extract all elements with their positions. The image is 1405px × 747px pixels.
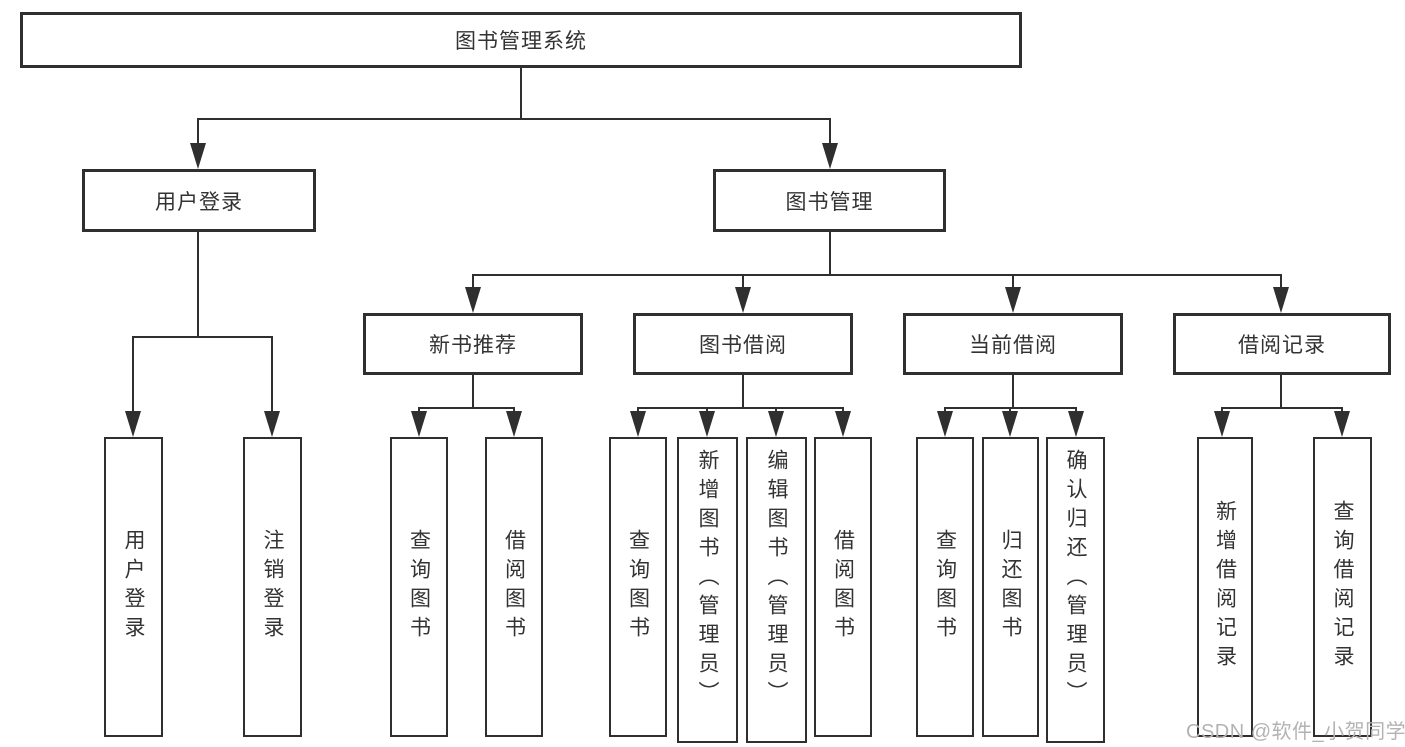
- arrowhead-icon: [125, 411, 141, 437]
- leaf-user-login: 用户登录: [104, 437, 163, 737]
- edge-line: [271, 336, 273, 417]
- arrowhead-icon: [822, 143, 838, 169]
- leaf-recommend-borrow-books: 借阅图书: [485, 437, 543, 737]
- edge-line: [520, 68, 522, 120]
- node-label: 新书推荐: [429, 334, 517, 357]
- leaf-current-confirm-return-admin: 确认归还（管理员）: [1046, 437, 1105, 743]
- node-label: 图书借阅: [699, 334, 787, 357]
- leaf-label: 查询借阅记录: [1331, 500, 1354, 674]
- arrowhead-icon: [1002, 411, 1018, 437]
- edge-line: [132, 336, 134, 417]
- arrowhead-icon: [1214, 411, 1230, 437]
- edge-line: [829, 232, 831, 275]
- node-book-management: 图书管理: [713, 169, 946, 232]
- node-library-system: 图书管理系统: [20, 12, 1022, 68]
- arrowhead-icon: [835, 411, 851, 437]
- edge-line: [197, 118, 831, 120]
- leaf-label: 新增图书（管理员）: [696, 449, 719, 710]
- leaf-logout: 注销登录: [243, 437, 302, 737]
- edge-line: [472, 274, 474, 293]
- edge-line: [1221, 407, 1343, 409]
- arrowhead-icon: [264, 411, 280, 437]
- leaf-label: 归还图书: [999, 529, 1022, 645]
- edge-line: [637, 407, 844, 409]
- edge-line: [197, 118, 199, 149]
- leaf-label: 借阅图书: [502, 529, 526, 645]
- edge-line: [197, 232, 199, 337]
- arrowhead-icon: [937, 411, 953, 437]
- edge-line: [418, 407, 515, 409]
- edge-line: [472, 274, 1282, 276]
- leaf-label: 编辑图书（管理员）: [765, 449, 788, 710]
- arrowhead-icon: [411, 411, 427, 437]
- arrowhead-icon: [768, 411, 784, 437]
- edge-line: [742, 375, 744, 408]
- arrowhead-icon: [465, 287, 481, 313]
- node-label: 用户登录: [155, 190, 243, 214]
- arrowhead-icon: [630, 411, 646, 437]
- leaf-borrowing-query-books: 查询图书: [609, 437, 667, 737]
- arrowhead-icon: [1068, 411, 1084, 437]
- node-new-book-recommend: 新书推荐: [363, 313, 583, 375]
- arrowhead-icon: [190, 143, 206, 169]
- edge-line: [472, 375, 474, 408]
- leaf-label: 查询图书: [407, 529, 431, 645]
- arrowhead-icon: [506, 411, 522, 437]
- leaf-records-query-record: 查询借阅记录: [1313, 437, 1372, 737]
- edge-line: [742, 274, 744, 293]
- edge-line: [1280, 375, 1282, 408]
- leaf-borrowing-borrow-books: 借阅图书: [814, 437, 872, 737]
- leaf-recommend-query-books: 查询图书: [390, 437, 448, 737]
- leaf-current-query-books: 查询图书: [916, 437, 974, 737]
- node-label: 图书管理: [785, 190, 874, 214]
- node-current-borrowing: 当前借阅: [903, 313, 1123, 375]
- edge-line: [1012, 375, 1014, 408]
- leaf-label: 查询图书: [933, 529, 957, 645]
- leaf-borrowing-add-books-admin: 新增图书（管理员）: [677, 437, 738, 743]
- node-label: 图书管理系统: [455, 30, 587, 53]
- edge-line: [132, 336, 273, 338]
- node-borrow-records: 借阅记录: [1173, 313, 1391, 375]
- edge-line: [829, 118, 831, 149]
- leaf-borrowing-edit-books-admin: 编辑图书（管理员）: [746, 437, 807, 743]
- arrowhead-icon: [735, 287, 751, 313]
- node-label: 当前借阅: [969, 334, 1057, 357]
- arrowhead-icon: [699, 411, 715, 437]
- leaf-label: 查询图书: [626, 529, 650, 645]
- leaf-label: 用户登录: [122, 529, 145, 645]
- edge-line: [1012, 274, 1014, 293]
- leaf-label: 注销登录: [261, 529, 284, 645]
- arrowhead-icon: [1005, 287, 1021, 313]
- edge-line: [1280, 274, 1282, 293]
- node-label: 借阅记录: [1238, 334, 1326, 357]
- leaf-records-add-record: 新增借阅记录: [1197, 437, 1253, 737]
- leaf-label: 借阅图书: [831, 529, 855, 645]
- leaf-label: 确认归还（管理员）: [1064, 449, 1087, 710]
- leaf-current-return-books: 归还图书: [982, 437, 1039, 737]
- node-book-borrowing: 图书借阅: [633, 313, 853, 375]
- arrowhead-icon: [1334, 411, 1350, 437]
- csdn-watermark: CSDN @软件_小贺同学: [1186, 721, 1405, 743]
- node-user-login: 用户登录: [82, 169, 316, 232]
- leaf-label: 新增借阅记录: [1213, 500, 1237, 674]
- arrowhead-icon: [1273, 287, 1289, 313]
